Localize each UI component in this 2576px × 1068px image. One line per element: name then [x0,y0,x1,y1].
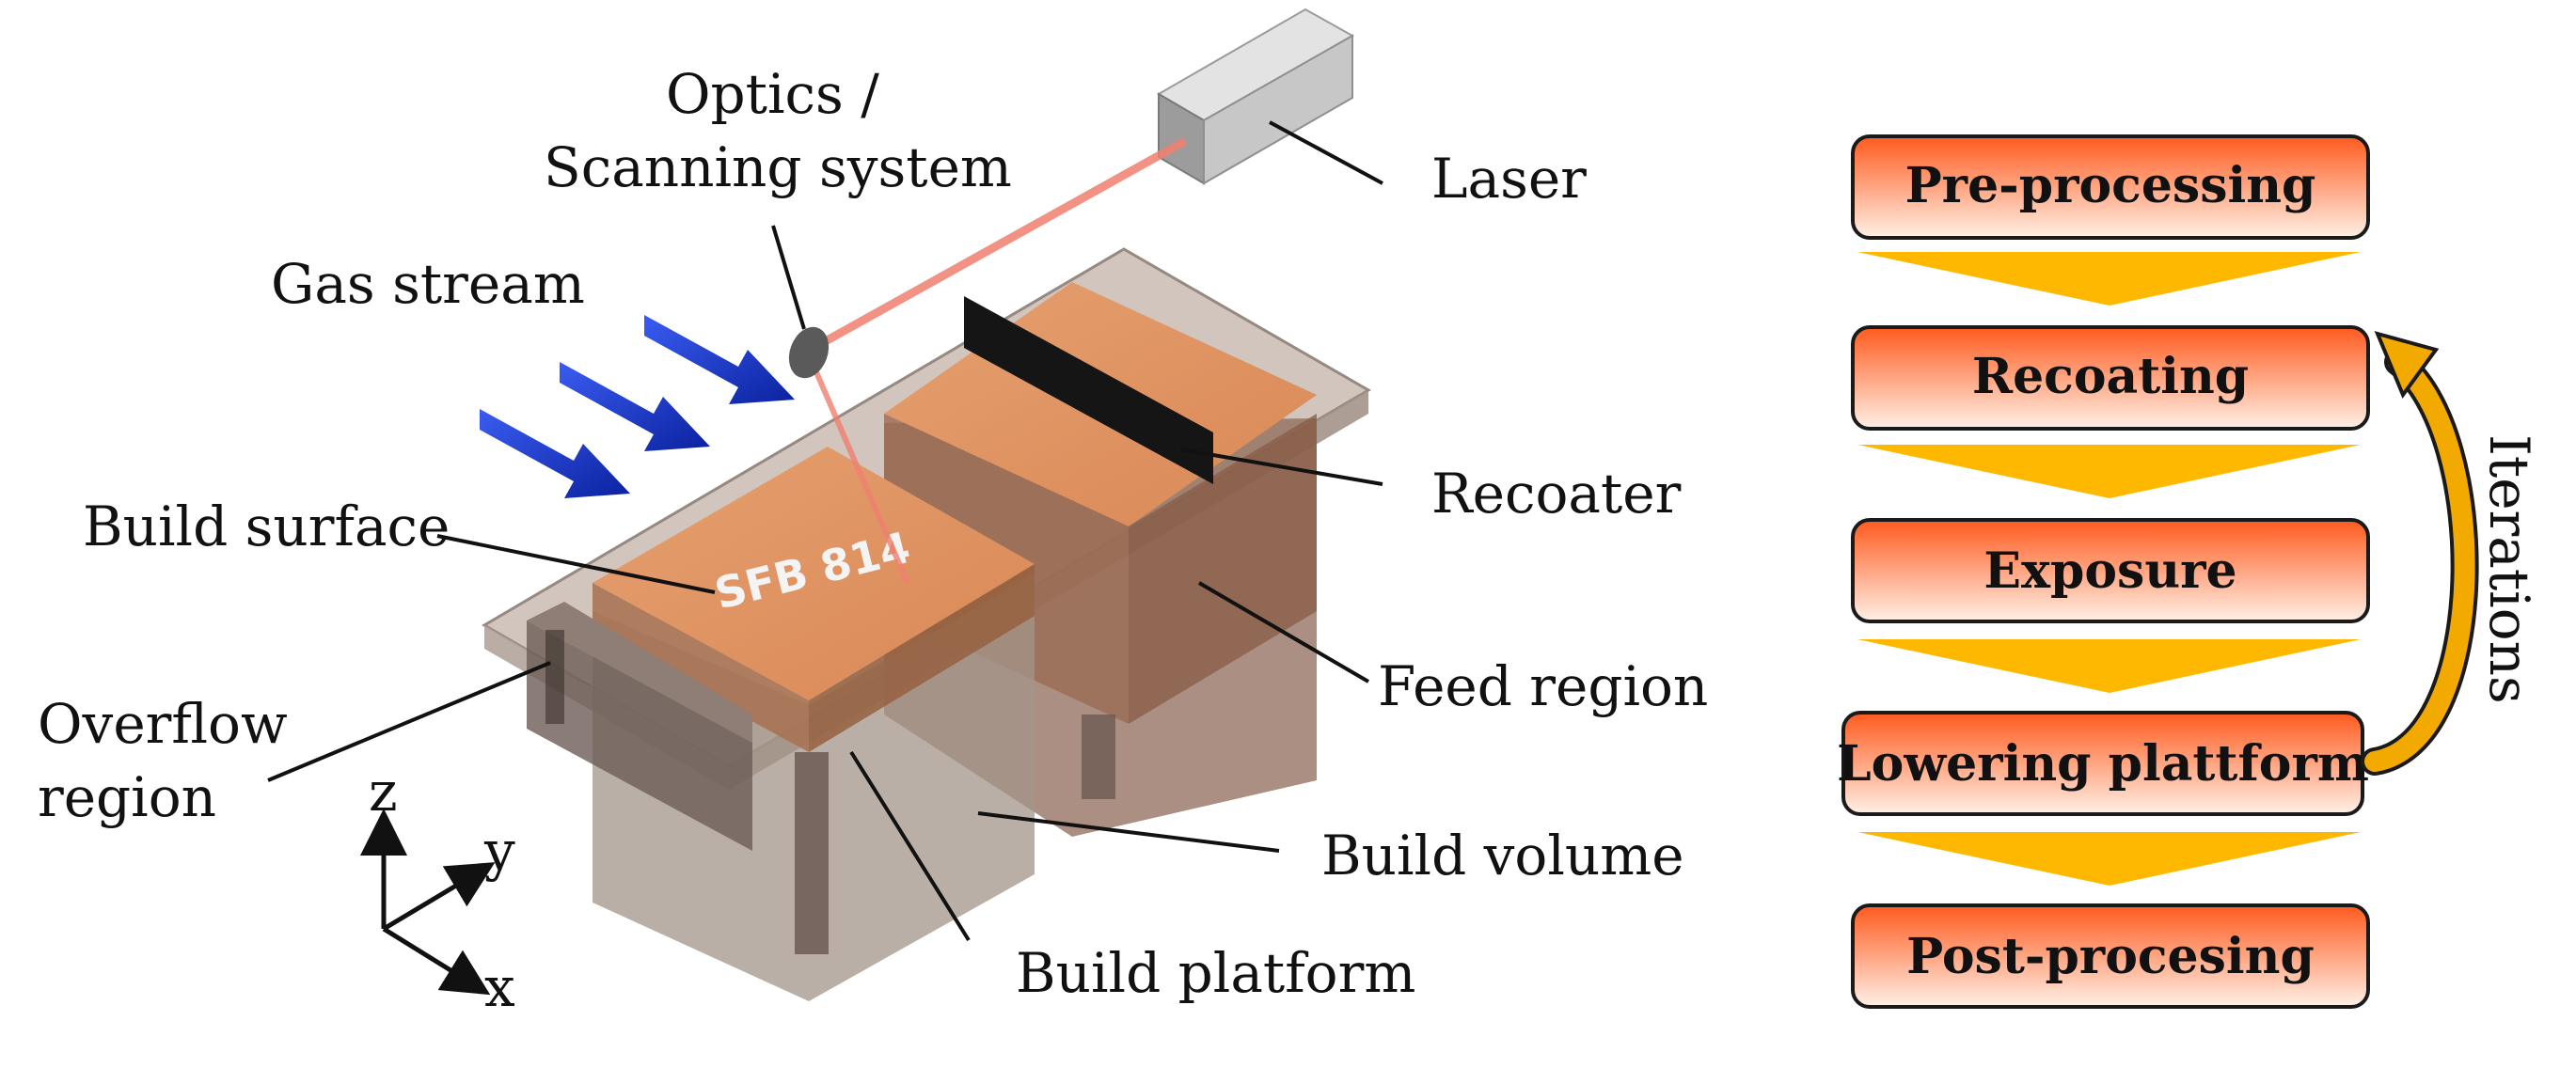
leader-build-surface [436,534,716,594]
label-optics-line1: Optics / [666,62,879,126]
label-axis-x: x [484,955,515,1019]
iteration-loop-arrow [2361,330,2479,776]
axis-y-line [382,862,496,932]
label-gas-stream: Gas stream [271,252,585,316]
iterations-label: Iterations [2477,434,2541,704]
chevron-arrow [1857,252,2361,306]
gas-arrow [480,409,630,498]
optics-mirror [788,326,830,379]
process-step: Lowering plattform [1837,711,2369,816]
gas-arrow [560,362,710,451]
gas-arrow [644,315,795,404]
label-build-volume: Build volume [1321,824,1684,887]
label-feed-region: Feed region [1378,654,1708,718]
chevron-arrow [1857,639,2361,693]
gas-stream-arrows [480,315,795,498]
process-step-label: Lowering plattform [1837,735,2369,793]
build-volume-box: SFB 814 [593,447,1035,1001]
leader-laser [1269,120,1383,185]
process-step: Recoating [1851,325,2370,431]
process-step: Post-procesing [1851,903,2370,1009]
process-flow: Pre-processing Recoating Exposure Loweri… [1837,134,2541,1009]
leader-lines [267,120,1383,942]
leader-overflow [267,661,551,782]
label-overflow-line1: Overflow [38,692,288,756]
leader-build-platform [849,750,971,942]
process-step-label: Pre-processing [1905,157,2316,214]
process-step-label: Recoating [1972,348,2249,405]
leader-build-volume [977,811,1280,853]
overflow-region-box [527,602,752,851]
recoater-blade [964,296,1213,484]
label-overflow-line2: region [38,765,216,829]
label-build-platform: Build platform [1016,941,1415,1005]
label-axis-z: z [369,760,398,824]
leader-recoater [1179,448,1383,486]
label-build-surface: Build surface [83,495,450,558]
laser-source [1157,8,1355,185]
label-laser: Laser [1431,147,1587,211]
process-step: Pre-processing [1851,134,2370,240]
label-axis-y: y [483,819,515,883]
axis-x-line [382,926,491,996]
machine-illustration: SFB 814 [38,8,1708,1019]
process-step-label: Exposure [1983,542,2236,600]
chevron-arrow [1857,445,2361,498]
label-recoater: Recoater [1431,462,1682,526]
coordinate-axes [360,809,496,996]
process-step: Exposure [1851,518,2370,623]
leader-optics [771,225,806,330]
process-step-label: Post-procesing [1906,928,2315,985]
leader-feed-region [1197,581,1370,683]
chevron-arrow [1857,832,2361,886]
label-optics-line2: Scanning system [544,135,1012,199]
laser-beam [811,137,1188,352]
laser-beam-down [808,357,910,585]
